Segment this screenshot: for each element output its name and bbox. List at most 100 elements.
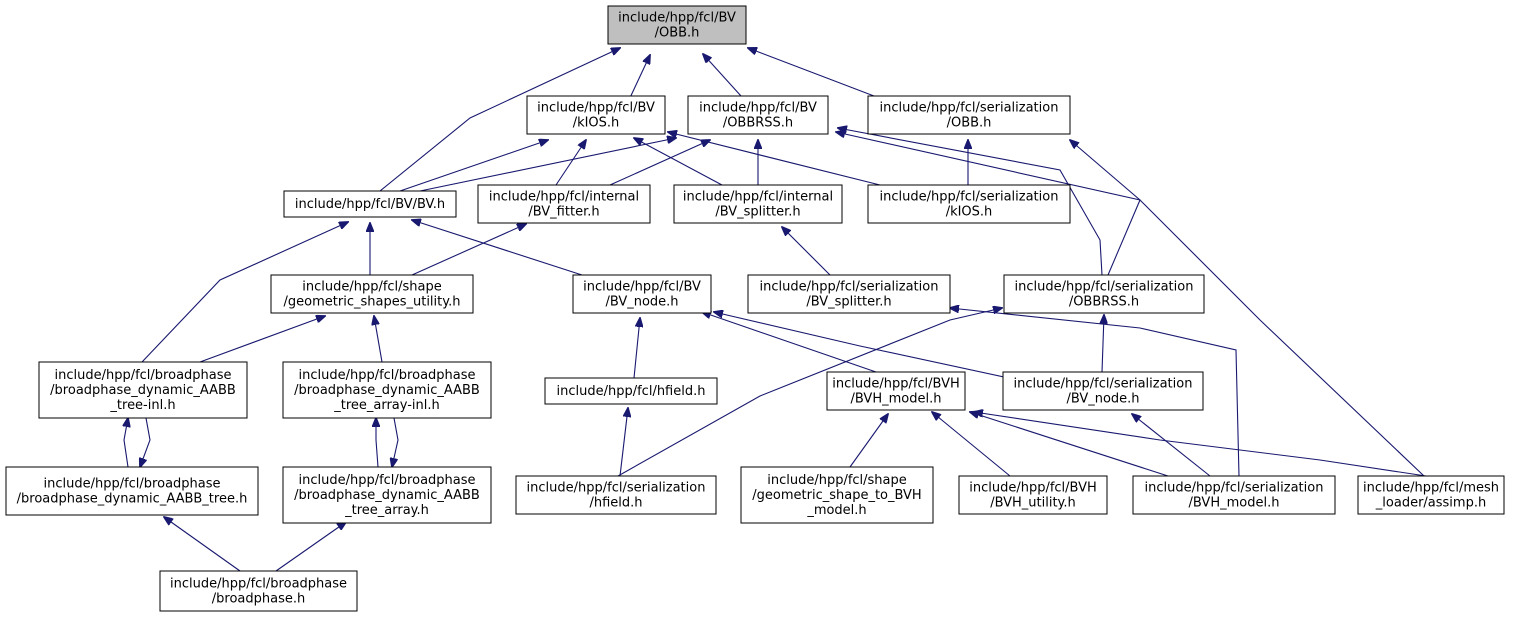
edge-bv_splitter-ser_bv_splitter (782, 227, 831, 276)
node-box (673, 184, 843, 224)
node-ser-bv-node[interactable]: include/hpp/fcl/serialization/BV_node.h (1002, 371, 1204, 411)
edge-obbrss-bv_fitter (609, 140, 710, 186)
node-label-line: include/hpp/fcl/broadphase (43, 477, 220, 492)
node-label-line: include/hpp/fcl/hfield.h (557, 384, 706, 399)
node-box (544, 377, 718, 405)
node-bv-fitter[interactable]: include/hpp/fcl/internal/BV_fitter.h (477, 184, 651, 224)
node-ser-hfield[interactable]: include/hpp/fcl/serialization/hfield.h (515, 475, 717, 515)
node-label-line: include/hpp/fcl/broadphase (54, 368, 231, 383)
node-label-line: include/hpp/fcl/internal (489, 190, 639, 205)
node-label-line: include/hpp/fcl/BV/BV.h (295, 197, 445, 212)
node-label-line: /broadphase_dynamic_AABB (50, 383, 236, 398)
node-label-line: include/hpp/fcl/serialization (1014, 377, 1193, 392)
node-bp-inl[interactable]: include/hpp/fcl/broadphase/broadphase_dy… (38, 361, 248, 419)
node-label-line: /broadphase_dynamic_AABB (294, 383, 480, 398)
node-label-line: /broadphase_dynamic_AABB (294, 488, 480, 503)
node-box (477, 184, 651, 224)
node-label-line: /OBB.h (655, 26, 700, 41)
node-shape-to-bvh[interactable]: include/hpp/fcl/shape/geometric_shape_to… (740, 466, 934, 524)
node-box (826, 371, 966, 411)
edge-obbrss-assimp (836, 132, 1425, 477)
edge-bv_node-bvh_model (702, 312, 877, 373)
node-box (38, 361, 248, 419)
node-geom-util[interactable]: include/hpp/fcl/shape/geometric_shapes_u… (270, 274, 474, 314)
node-label-line: /BV_node.h (605, 295, 678, 310)
node-label-line: include/hpp/fcl/BV (537, 101, 655, 116)
node-label-line: /OBBRSS.h (1069, 295, 1139, 310)
node-label-line: include/hpp/fcl/broadphase (298, 473, 475, 488)
edge-bvh_model-ser_bvh_model (970, 412, 1169, 477)
node-obbrss[interactable]: include/hpp/fcl/BV/OBBRSS.h (687, 95, 829, 135)
node-label-line: include/hpp/fcl/BV (699, 101, 817, 116)
node-label-line: include/hpp/fcl/BVH (969, 481, 1097, 496)
node-label-line: /BV_fitter.h (528, 205, 599, 220)
node-label-line: include/hpp/fcl/broadphase (170, 577, 347, 592)
node-box (867, 184, 1071, 224)
node-box (5, 466, 259, 516)
node-box (159, 570, 358, 612)
edge-kios-bv (399, 140, 548, 192)
edge-bvh_model-assimp (974, 412, 1427, 477)
edge-ser_obbrss-ser_hfield (617, 308, 1002, 477)
node-ser-obb[interactable]: include/hpp/fcl/serialization/OBB.h (867, 95, 1071, 135)
node-bvh-utility[interactable]: include/hpp/fcl/BVH/BVH_utility.h (958, 475, 1108, 515)
node-label-line: include/hpp/fcl/serialization (527, 481, 706, 496)
edge-bv_node-hfield (633, 318, 640, 379)
edge-hfield-ser_hfield (619, 408, 628, 477)
node-label-line: _model.h (806, 503, 866, 518)
edge-bv-bp_inl (141, 222, 348, 363)
node-label-line: include/hpp/fcl/serialization (880, 101, 1059, 116)
edge-obbrss-ser_obbrss (838, 128, 1103, 276)
edge-ser_obb-ser_obbrss (1070, 140, 1141, 276)
edge-ser_bv_splitter-ser_bvh_model (950, 308, 1240, 477)
node-bp-tree[interactable]: include/hpp/fcl/broadphase/broadphase_dy… (5, 466, 259, 516)
node-assimp[interactable]: include/hpp/fcl/mesh_loader/assimp.h (1357, 475, 1505, 515)
node-box (283, 190, 457, 218)
node-box (1132, 475, 1336, 515)
node-bv-node[interactable]: include/hpp/fcl/BV/BV_node.h (572, 274, 712, 314)
edge-kios-bv_fitter (555, 140, 586, 186)
node-box (572, 274, 712, 314)
node-ser-obbrss[interactable]: include/hpp/fcl/serialization/OBBRSS.h (1003, 274, 1205, 314)
node-bv[interactable]: include/hpp/fcl/BV/BV.h (283, 190, 457, 218)
edge-geom_util-bp_inl (199, 316, 325, 363)
node-ser-kios[interactable]: include/hpp/fcl/serialization/kIOS.h (867, 184, 1071, 224)
node-label-line: include/hpp/fcl/shape (302, 280, 442, 295)
node-label-line: include/hpp/fcl/serialization (880, 190, 1059, 205)
node-label-line: /BV_node.h (1066, 392, 1139, 407)
node-broadphase[interactable]: include/hpp/fcl/broadphase/broadphase.h (159, 570, 358, 612)
node-box (270, 274, 474, 314)
edge-bv_node-ser_bv_node (714, 312, 1019, 381)
node-hfield[interactable]: include/hpp/fcl/hfield.h (544, 377, 718, 405)
edge-bv_fitter-geom_util (411, 224, 526, 276)
nodes: include/hpp/fcl/BV/OBB.hinclude/hpp/fcl/… (5, 5, 1505, 612)
node-label-line: /kIOS.h (946, 205, 993, 220)
node-kios[interactable]: include/hpp/fcl/BV/kIOS.h (526, 95, 666, 135)
node-bp-arr[interactable]: include/hpp/fcl/broadphase/broadphase_dy… (282, 466, 492, 524)
edge-bp_tree-bp_inl (124, 418, 128, 468)
node-label-line: include/hpp/fcl/serialization (1015, 280, 1194, 295)
node-label-line: include/hpp/fcl/BVH (832, 377, 960, 392)
node-label-line: _tree_array.h (344, 503, 429, 518)
node-label-line: include/hpp/fcl/mesh (1363, 481, 1499, 496)
node-label-line: include/hpp/fcl/serialization (760, 280, 939, 295)
edge-obb-obbrss (703, 54, 742, 97)
node-ser-bv-splitter[interactable]: include/hpp/fcl/serialization/BV_splitte… (747, 274, 951, 314)
node-bp-arr-inl[interactable]: include/hpp/fcl/broadphase/broadphase_dy… (282, 361, 492, 419)
node-box (687, 95, 829, 135)
node-bv-splitter[interactable]: include/hpp/fcl/internal/BV_splitter.h (673, 184, 843, 224)
edge-bv-bv_node (412, 220, 583, 276)
node-bvh-model[interactable]: include/hpp/fcl/BVH/BVH_model.h (826, 371, 966, 411)
node-label-line: include/hpp/fcl/BV (583, 280, 701, 295)
node-label-line: /OBBRSS.h (723, 116, 793, 131)
node-ser-bvh-model[interactable]: include/hpp/fcl/serialization/BVH_model.… (1132, 475, 1336, 515)
node-box (1003, 274, 1205, 314)
edge-ser_obbrss-ser_bv_node (1102, 315, 1104, 373)
node-label-line: /BV_splitter.h (806, 295, 891, 310)
edge-bp_inl-bp_tree (140, 417, 151, 467)
node-obb[interactable]: include/hpp/fcl/BV/OBB.h (607, 5, 747, 45)
node-label-line: /geometric_shape_to_BVH (752, 488, 921, 503)
node-box (607, 5, 747, 45)
node-box (867, 95, 1071, 135)
